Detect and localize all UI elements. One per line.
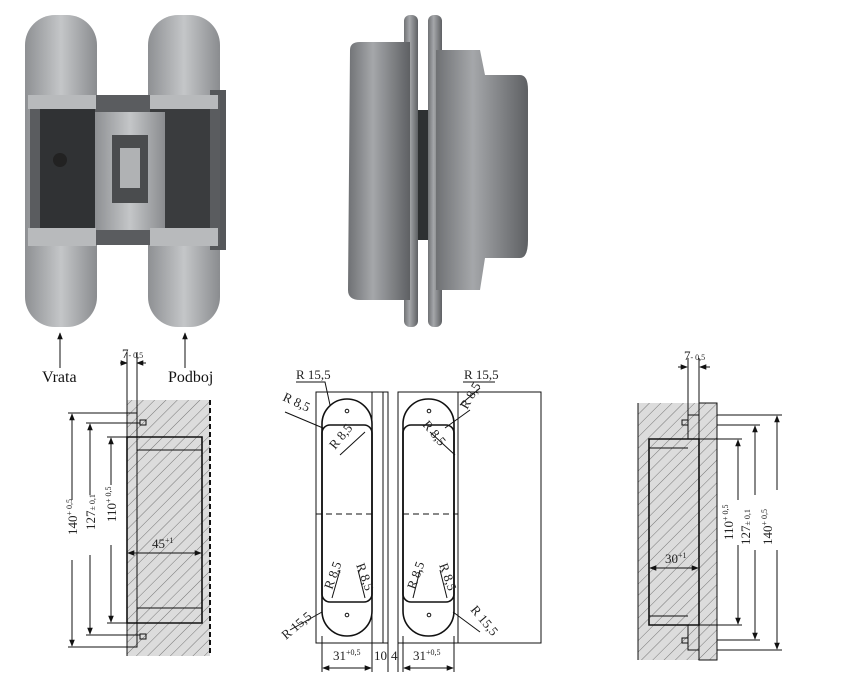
frame-label: Podboj [168, 369, 213, 386]
right-127-dim: 127± 0,1 [738, 509, 753, 545]
frame-label-group: Podboj [168, 332, 213, 386]
svg-text:R 8,5: R 8,5 [457, 380, 484, 412]
right-section-drawing: 7- 0,5 110+ 0,5 127± 0,1 140+ 0,5 30+1 [637, 348, 782, 661]
left-127-dim: 127± 0,1 [83, 494, 98, 530]
svg-text:7- 0,5: 7- 0,5 [684, 348, 705, 363]
svg-text:R 8,5: R 8,5 [321, 559, 345, 591]
svg-text:31+0,5: 31+0,5 [333, 648, 361, 663]
svg-text:R 8,5: R 8,5 [420, 417, 450, 448]
door-label: Vrata [42, 369, 77, 386]
svg-text:R 8,5: R 8,5 [281, 389, 313, 415]
right-depth-dim: 30+1 [665, 551, 687, 566]
hinge-front-photo [25, 15, 226, 327]
svg-text:R 8,5: R 8,5 [353, 561, 377, 593]
svg-text:7- 0,5: 7- 0,5 [122, 346, 143, 361]
left-140-dim: 140+ 0,5 [65, 499, 80, 535]
left-section-drawing: 7- 0,5 140+ 0,5 127± 0,1 110+ 0,5 45+1 [65, 346, 211, 656]
left-110-dim: 110+ 0,5 [104, 486, 119, 522]
left-depth-dim: 45+1 [152, 536, 174, 551]
svg-text:R 8,5: R 8,5 [436, 561, 460, 593]
svg-text:31+0,5: 31+0,5 [413, 648, 441, 663]
svg-text:R 15,5: R 15,5 [464, 367, 499, 382]
svg-text:R 8,5: R 8,5 [404, 559, 428, 591]
right-110-dim: 110+ 0,5 [721, 504, 736, 540]
svg-text:R 15,5: R 15,5 [468, 602, 502, 638]
svg-text:10: 10 [374, 648, 387, 663]
hinge-side-photo [348, 15, 528, 327]
right-140-dim: 140+ 0,5 [760, 509, 775, 545]
svg-text:R 15,5: R 15,5 [278, 609, 314, 643]
svg-text:4: 4 [391, 648, 398, 663]
door-label-group: Vrata [42, 332, 77, 386]
svg-text:R 15,5: R 15,5 [296, 367, 331, 382]
front-view-drawing: R 15,5 R 15,5 R 8,5 R 8,5 R 8,5 R 8,5 R … [278, 367, 542, 672]
